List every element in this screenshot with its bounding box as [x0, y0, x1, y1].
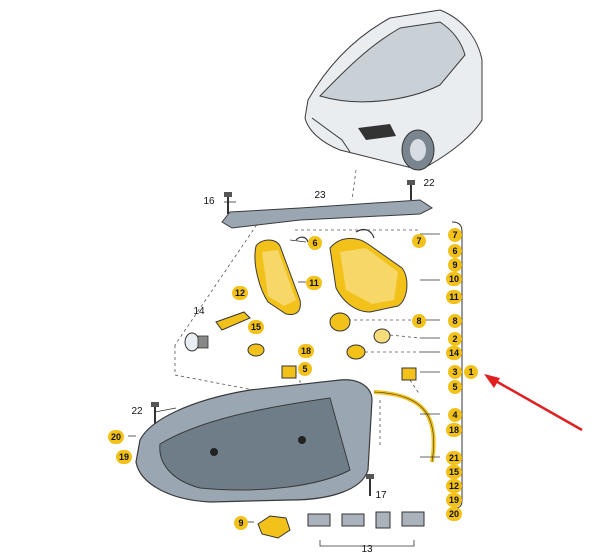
bulb-icon [184, 332, 209, 352]
right-badge-6: 6 [448, 244, 462, 258]
badge-6-mid: 6 [308, 236, 322, 250]
right-badge-14: 14 [446, 346, 462, 360]
badge-8-mid: 8 [412, 314, 426, 328]
badge-15: 15 [248, 320, 264, 334]
badge-r7: 7 [412, 234, 426, 248]
right-badge-2: 2 [448, 332, 462, 346]
label-13: 13 [361, 544, 373, 555]
label-22-top: 22 [423, 178, 435, 189]
right-badge-15: 15 [446, 465, 462, 479]
right-badge-5: 5 [448, 380, 462, 394]
right-badge-20: 20 [446, 507, 462, 521]
badge-12: 12 [232, 286, 248, 300]
badge-11-mid: 11 [306, 276, 322, 290]
badge-19-left: 19 [116, 450, 132, 464]
right-badge-8: 8 [448, 314, 462, 328]
label-17: 17 [375, 490, 387, 501]
right-badge-11: 11 [446, 290, 462, 304]
label-23: 23 [314, 190, 326, 201]
badge-9-bottom: 9 [234, 516, 248, 530]
right-badge-4: 4 [448, 408, 462, 422]
right-badge-10: 10 [446, 272, 462, 286]
right-badge-3: 3 [448, 365, 462, 379]
badge-5-mid: 5 [298, 362, 312, 376]
right-badge-7: 7 [448, 228, 462, 242]
badge-18-mid: 18 [298, 344, 314, 358]
right-badge-19: 19 [446, 493, 462, 507]
red-pointer-arrow-icon [484, 374, 583, 432]
label-22-left: 22 [131, 406, 143, 417]
badge-20-left: 20 [108, 430, 124, 444]
right-badge-9: 9 [448, 258, 462, 272]
right-badge-12: 12 [446, 479, 462, 493]
right-badge-21: 21 [446, 451, 462, 465]
car-outline-icon [304, 9, 483, 171]
right-badge-1: 1 [464, 365, 478, 379]
right-badge-18: 18 [446, 423, 462, 437]
screw-icon [151, 180, 415, 496]
label-14: 14 [193, 306, 205, 317]
mounting-bracket [221, 199, 433, 229]
label-16: 16 [203, 196, 215, 207]
